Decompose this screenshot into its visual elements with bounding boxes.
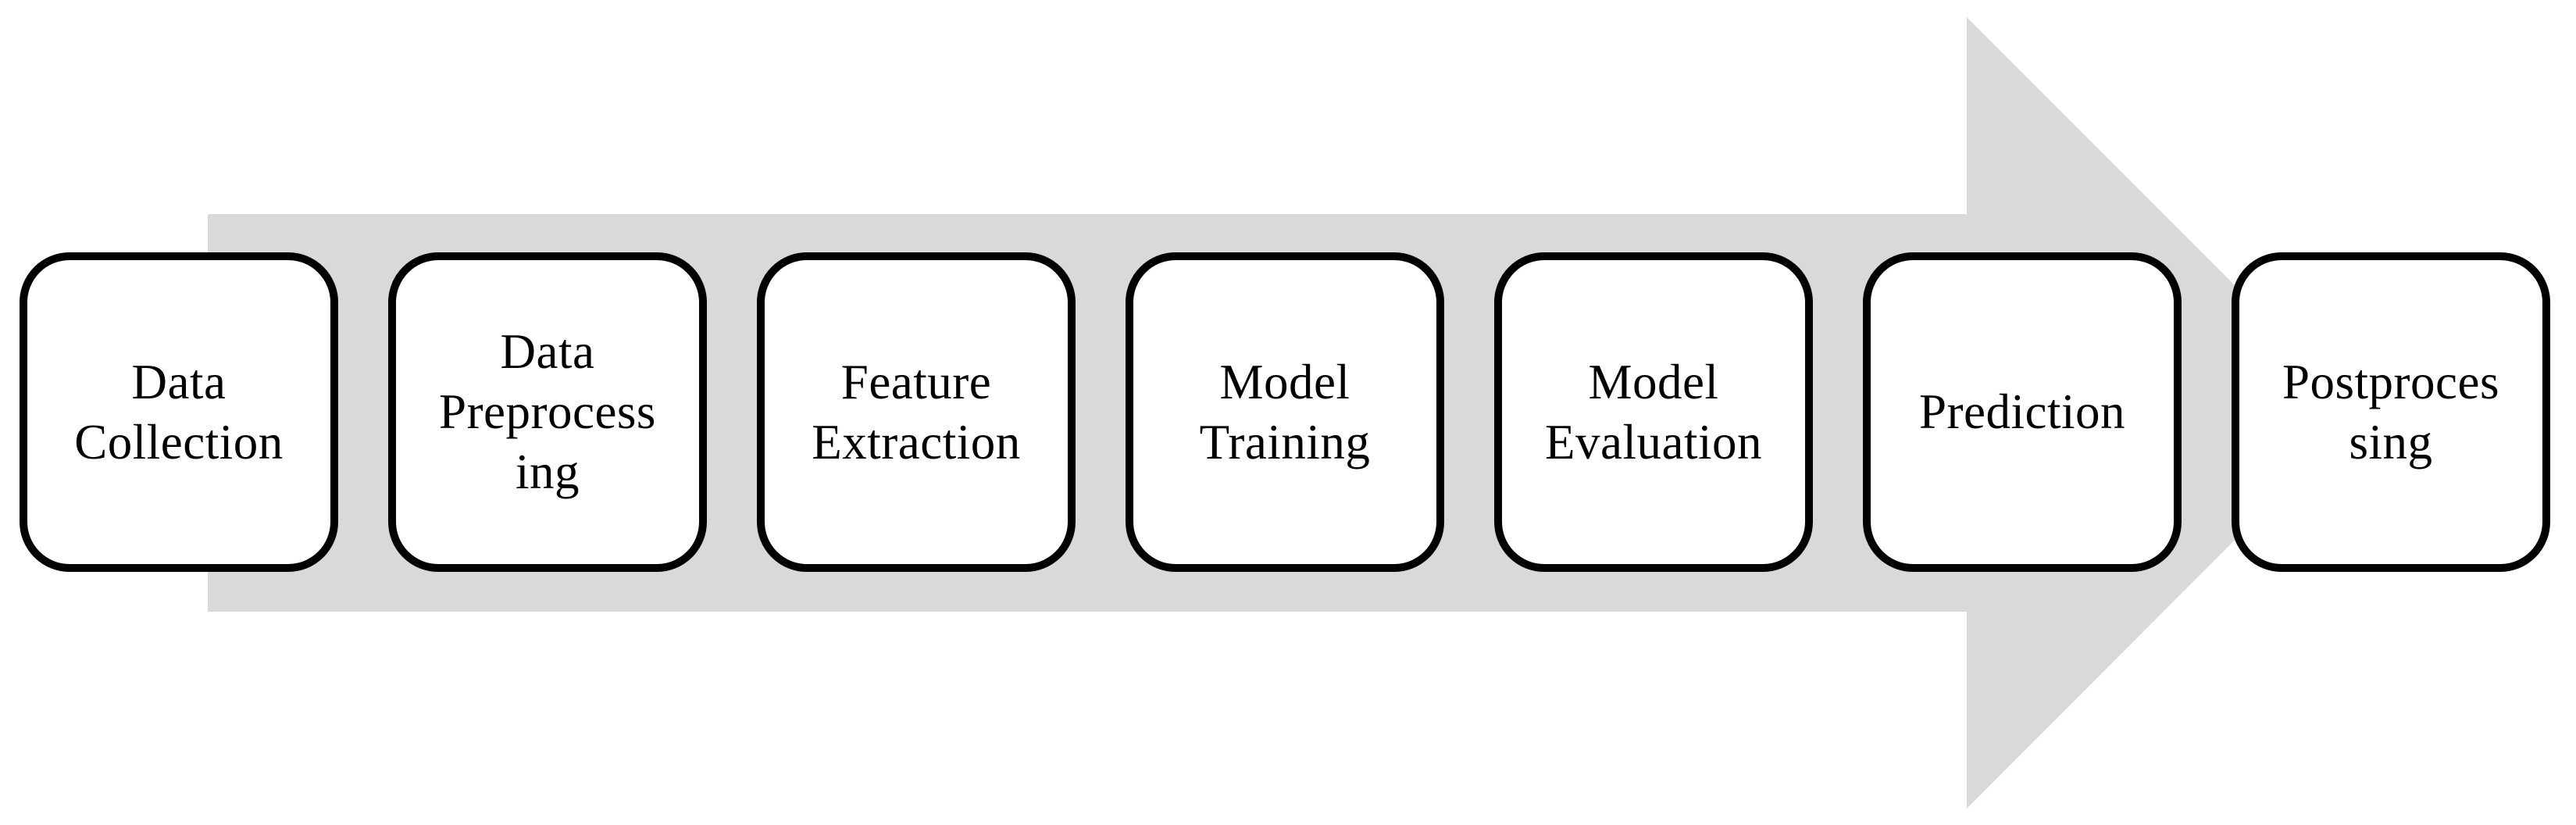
step-label-data-preprocessing: Data Preprocess ing xyxy=(439,324,656,499)
step-box-data-collection: Data Collection xyxy=(20,252,338,572)
step-box-data-preprocessing: Data Preprocess ing xyxy=(388,252,707,572)
step-label-model-evaluation: Model Evaluation xyxy=(1545,354,1762,470)
step-box-feature-extraction: Feature Extraction xyxy=(757,252,1076,572)
step-label-feature-extraction: Feature Extraction xyxy=(812,354,1021,470)
step-label-prediction: Prediction xyxy=(1919,384,2125,439)
step-box-model-evaluation: Model Evaluation xyxy=(1494,252,1813,572)
step-box-model-training: Model Training xyxy=(1126,252,1444,572)
step-label-data-collection: Data Collection xyxy=(74,354,284,470)
step-label-model-training: Model Training xyxy=(1199,354,1371,470)
step-box-prediction: Prediction xyxy=(1863,252,2182,572)
step-label-postprocessing: Postproces sing xyxy=(2282,354,2499,470)
step-box-postprocessing: Postproces sing xyxy=(2232,252,2550,572)
